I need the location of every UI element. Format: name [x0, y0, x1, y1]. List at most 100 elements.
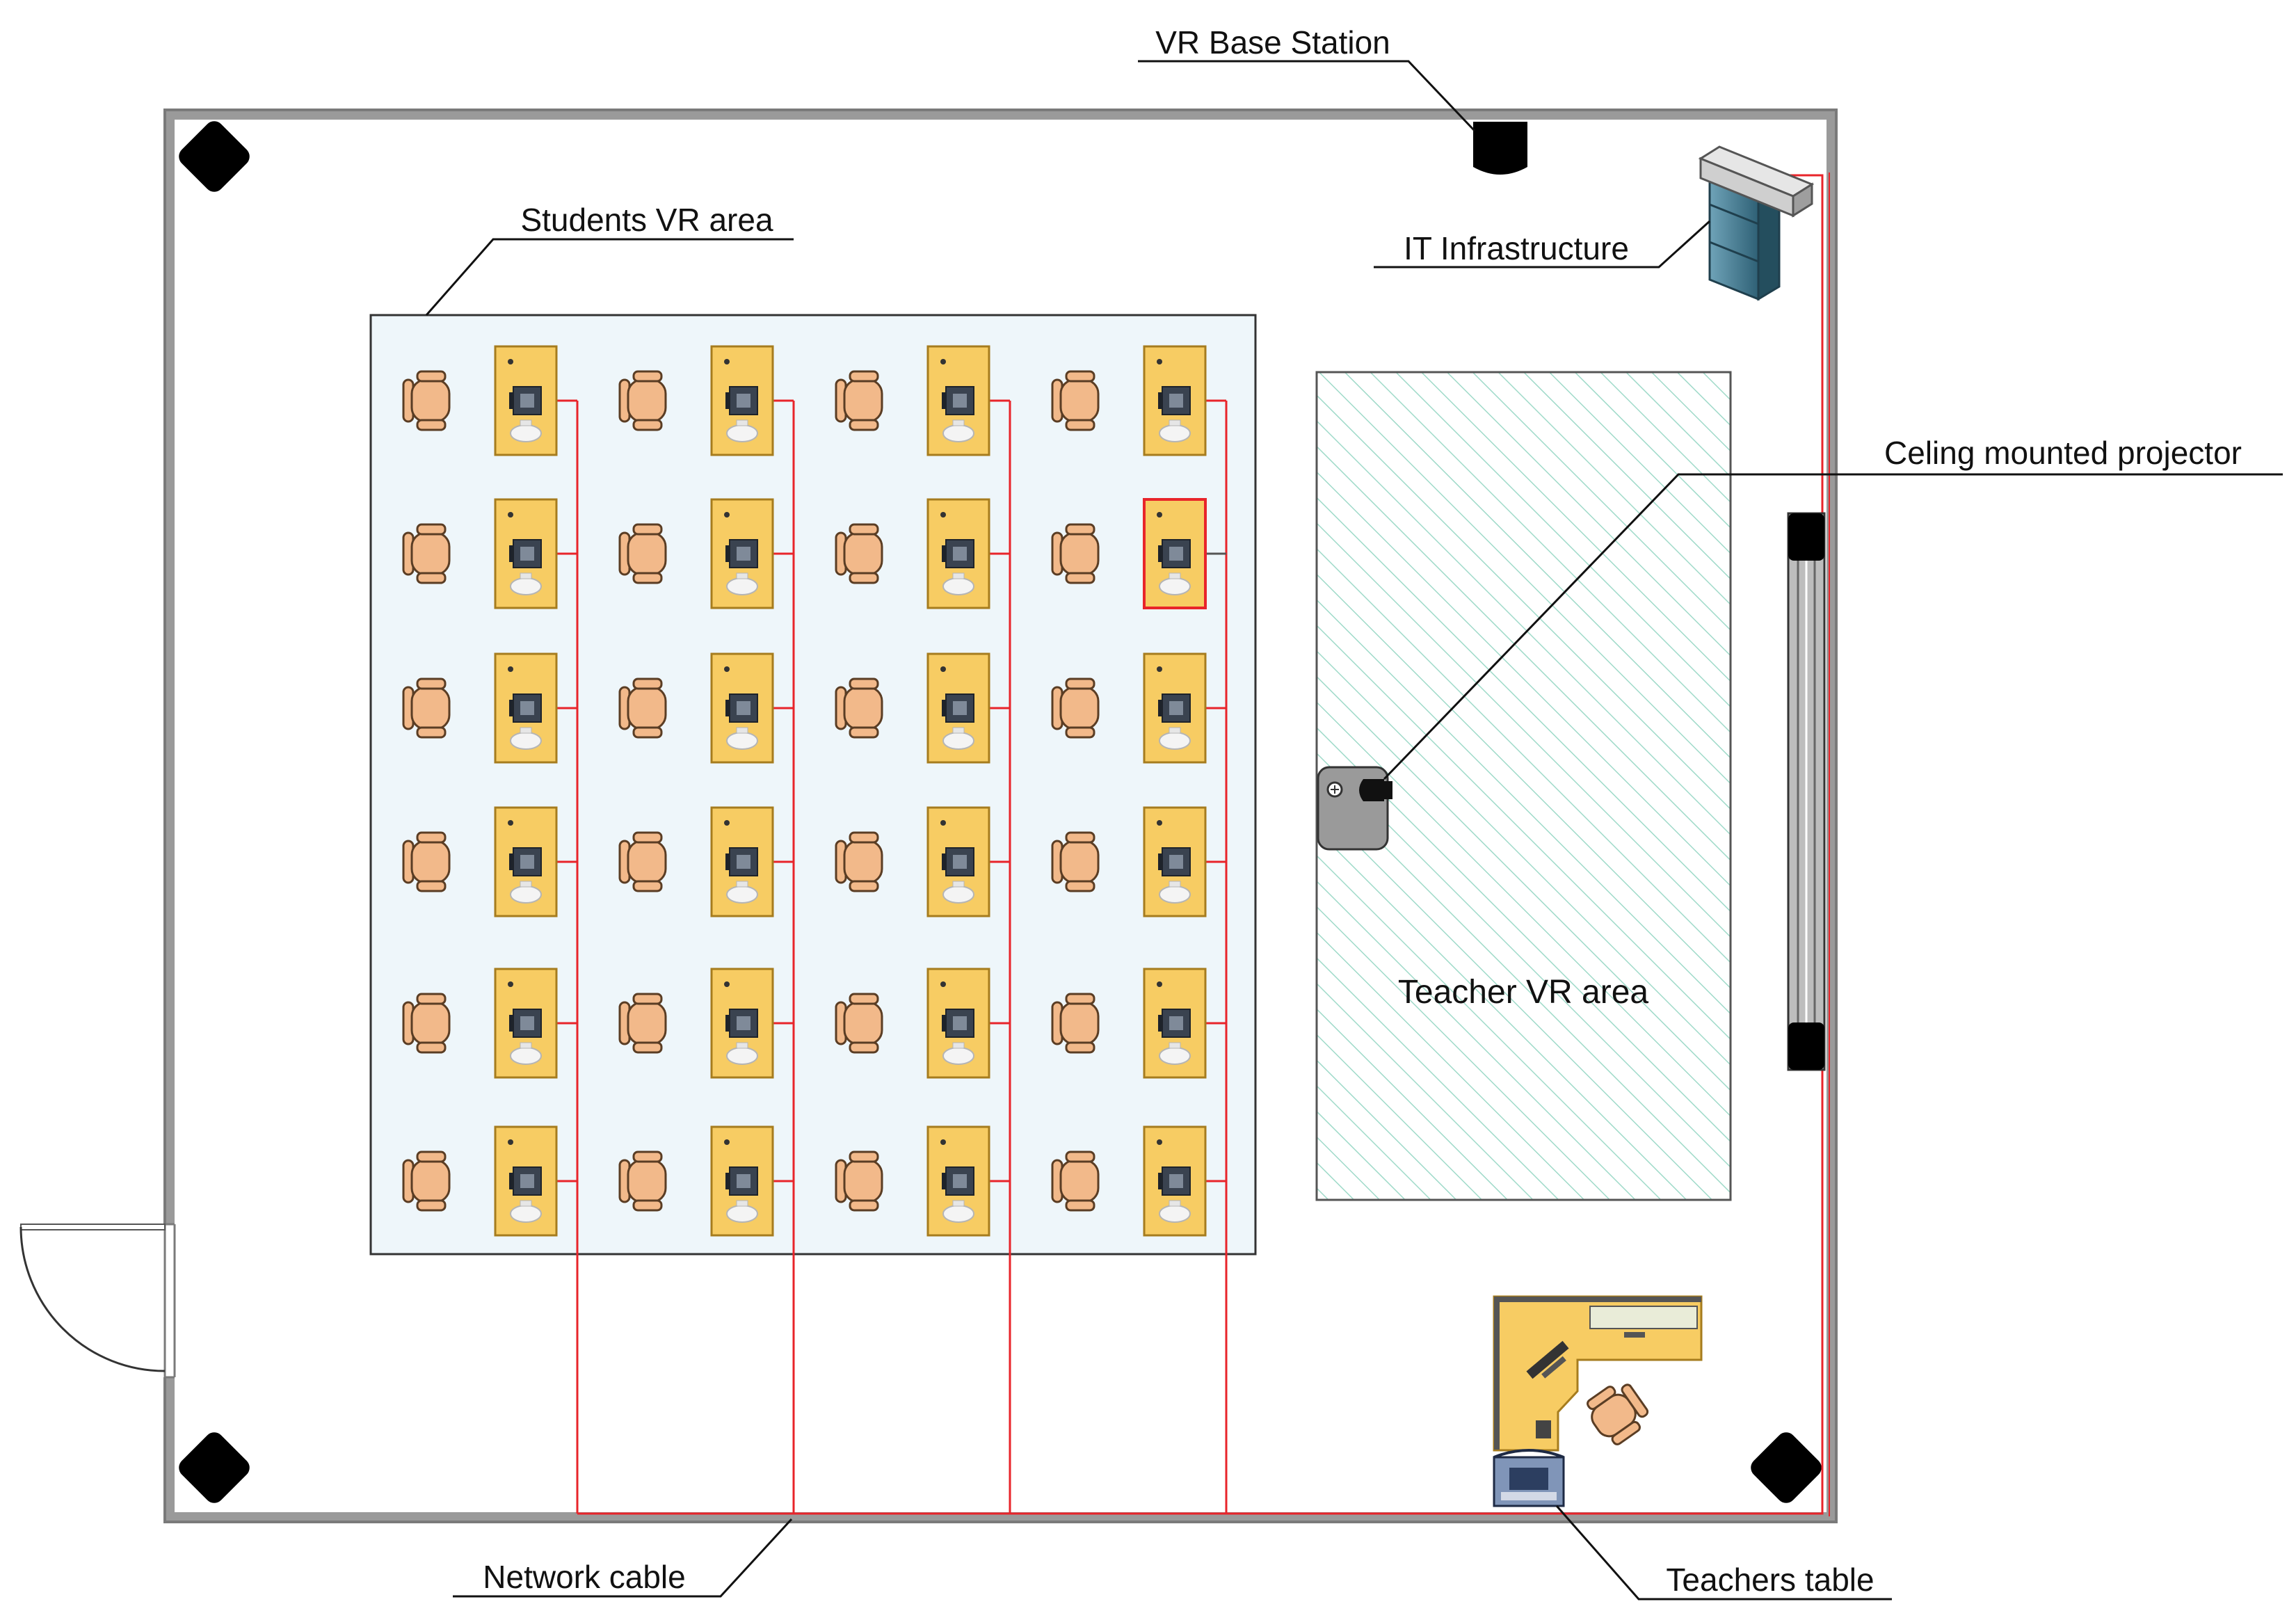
student-chair	[1051, 370, 1100, 431]
door	[19, 1223, 178, 1379]
corner-sensor-bottom-left	[179, 1432, 250, 1503]
desk-sensor-dot	[724, 512, 730, 518]
desk-sensor-dot	[508, 512, 513, 518]
student-workstation	[835, 806, 990, 917]
desk-sensor-dot	[724, 820, 730, 826]
student-chair	[835, 370, 883, 431]
student-chair	[402, 993, 451, 1054]
student-chair	[835, 677, 883, 739]
student-workstation	[835, 345, 990, 456]
pc-monitor	[1162, 539, 1191, 568]
students-vr-area-label: Students VR area	[520, 202, 773, 238]
student-chair	[1051, 993, 1100, 1054]
desk-sensor-dot	[1157, 666, 1162, 672]
callout-it-infrastructure: IT Infrastructure	[1374, 220, 1711, 268]
vr-headset	[942, 424, 974, 442]
vr-headset	[1159, 577, 1191, 595]
teacher-vr-area-label: Teacher VR area	[1398, 974, 1648, 1011]
student-chair	[835, 831, 883, 892]
it-infrastructure-rack	[1698, 145, 1815, 301]
student-workstation	[402, 806, 558, 917]
student-chair	[835, 993, 883, 1054]
desk-sensor-dot	[508, 359, 513, 364]
door-leaf	[20, 1224, 166, 1230]
desk-sensor-dot	[508, 666, 513, 672]
student-chair	[402, 370, 451, 431]
vr-base-station	[1473, 122, 1527, 175]
student-workstation	[618, 498, 774, 609]
pc-monitor	[945, 1009, 974, 1038]
student-chair	[618, 677, 667, 739]
desk-sensor-dot	[508, 981, 513, 987]
callout-network-cable: Network cable	[453, 1518, 793, 1598]
desk-sensor-dot	[724, 1139, 730, 1145]
student-workstation	[1051, 498, 1207, 609]
vr-base-station-label: VR Base Station	[1155, 24, 1390, 61]
desk-sensor-dot	[1157, 981, 1162, 987]
student-workstation	[835, 1125, 990, 1237]
teacher-chair	[1587, 1384, 1649, 1445]
callout-vr-base-station: VR Base Station	[1138, 24, 1476, 132]
student-chair	[618, 370, 667, 431]
vr-headset	[726, 885, 758, 904]
teachers-table-label: Teachers table	[1666, 1562, 1874, 1598]
student-workstation	[618, 1125, 774, 1237]
desk-sensor-dot	[508, 1139, 513, 1145]
corner-sensor-bottom-right	[1751, 1432, 1822, 1503]
desk-sensor-dot	[724, 359, 730, 364]
student-chair	[402, 677, 451, 739]
student-chair	[402, 831, 451, 892]
callout-students-vr-area: Students VR area	[425, 202, 794, 316]
vr-headset	[510, 1047, 542, 1065]
vr-headset	[726, 1047, 758, 1065]
vr-headset	[1159, 1047, 1191, 1065]
student-workstation	[835, 652, 990, 764]
student-chair	[618, 523, 667, 584]
vr-headset	[942, 1205, 974, 1223]
vr-headset	[726, 424, 758, 442]
corner-sensor-top-left	[179, 121, 250, 192]
student-workstation	[1051, 968, 1207, 1079]
student-workstations	[402, 345, 1207, 1237]
student-workstation	[835, 968, 990, 1079]
student-workstation	[1051, 345, 1207, 456]
vr-headset	[510, 732, 542, 750]
ceiling-projector-label: Celing mounted projector	[1884, 435, 2242, 471]
student-chair	[835, 523, 883, 584]
corner-sensors	[179, 121, 1822, 1503]
whiteboard	[1787, 512, 1826, 1071]
vr-headset	[1159, 732, 1191, 750]
vr-headset	[942, 732, 974, 750]
vr-headset	[942, 577, 974, 595]
ceiling-projector	[1317, 766, 1392, 851]
student-workstation	[835, 498, 990, 609]
desk-sensor-dot	[940, 1139, 946, 1145]
student-workstation	[618, 345, 774, 456]
vr-headset	[1159, 424, 1191, 442]
student-chair	[1051, 831, 1100, 892]
desk-sensor-dot	[940, 981, 946, 987]
callout-ceiling-projector: Celing mounted projector	[1383, 435, 2283, 780]
it-infrastructure-label: IT Infrastructure	[1404, 230, 1629, 266]
student-workstation	[618, 806, 774, 917]
desk-sensor-dot	[724, 666, 730, 672]
student-chair	[618, 831, 667, 892]
student-chair	[1051, 523, 1100, 584]
vr-headset	[510, 1205, 542, 1223]
student-chair	[618, 1150, 667, 1212]
network-cable-label: Network cable	[483, 1559, 685, 1595]
student-chair	[402, 523, 451, 584]
vr-headset	[726, 1205, 758, 1223]
student-workstation	[402, 968, 558, 1079]
desk-sensor-dot	[940, 666, 946, 672]
vr-headset	[510, 885, 542, 904]
student-chair	[402, 1150, 451, 1212]
student-chair	[618, 993, 667, 1054]
desk-sensor-dot	[1157, 512, 1162, 518]
vr-headset	[942, 885, 974, 904]
teacher-pc-setup	[1493, 1449, 1565, 1507]
desk-sensor-dot	[508, 820, 513, 826]
student-workstation	[402, 345, 558, 456]
